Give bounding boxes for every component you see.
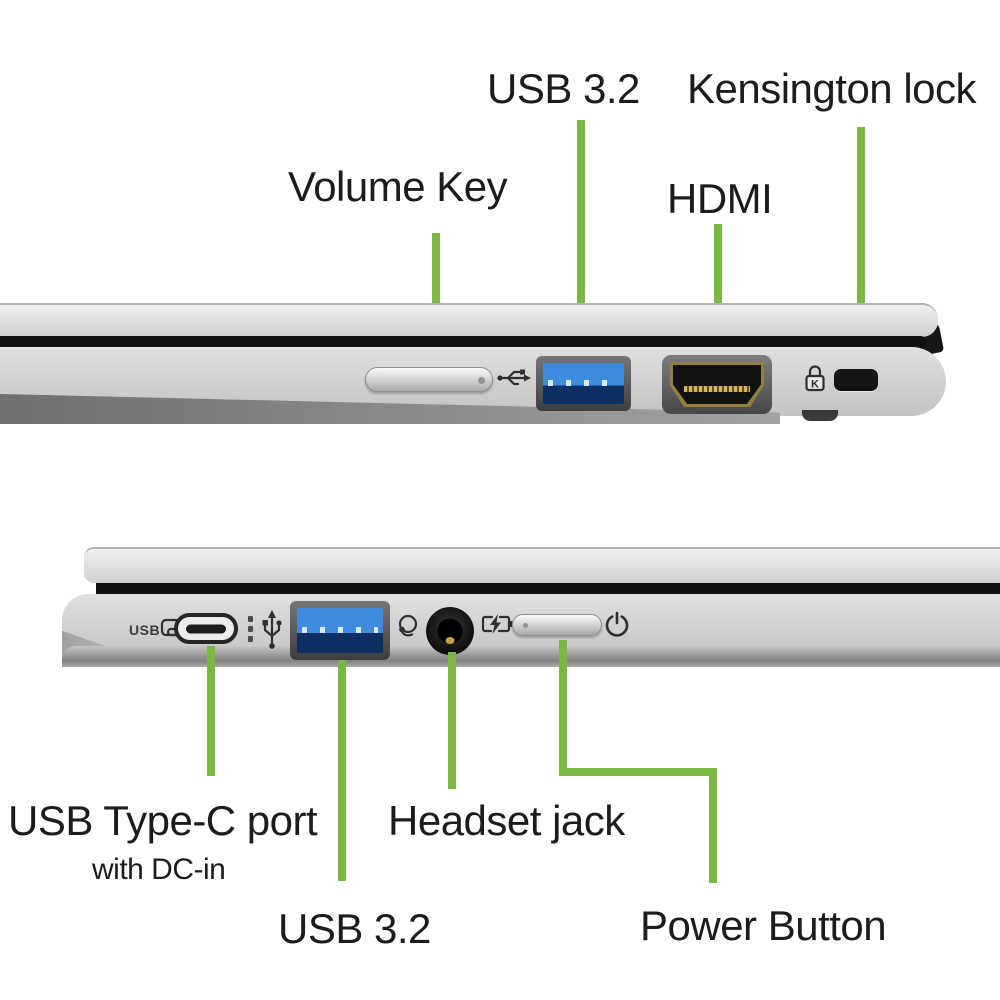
lid-base-seam: [0, 336, 926, 347]
usb-type-c-label-text: USB: [129, 622, 161, 638]
callout-line-kensington: [857, 127, 865, 380]
power-icon: [605, 611, 629, 637]
usb-a-port-bottom: [290, 601, 390, 660]
callout-line-usb32-top: [577, 120, 585, 378]
usb-c-port: [174, 613, 238, 644]
hdmi-port: [662, 355, 772, 414]
power-button: [512, 614, 602, 636]
svg-text:K: K: [811, 379, 819, 391]
label-with-dc-in: with DC-in: [92, 853, 226, 886]
label-power-button: Power Button: [640, 902, 887, 949]
usb-trident-up-icon: [262, 610, 282, 649]
headset-jack-port: [426, 607, 474, 655]
laptop-underside: [62, 646, 1000, 667]
label-usb-type-c: USB Type-C port: [8, 797, 318, 844]
callout-line-usb-c: [207, 646, 215, 776]
usb-trident-icon: [497, 369, 531, 386]
laptop-lid: [84, 547, 1000, 583]
jack-contact: [445, 637, 455, 644]
hdmi-pins: [684, 386, 750, 392]
button-indent: [523, 623, 528, 628]
label-hdmi: HDMI: [667, 175, 773, 222]
rubber-foot: [802, 410, 838, 421]
label-headset-jack: Headset jack: [388, 797, 625, 844]
label-kensington: Kensington lock: [687, 65, 977, 112]
label-usb32-top: USB 3.2: [487, 65, 640, 112]
usb-a-pins: [547, 380, 620, 386]
label-usb32-bottom: USB 3.2: [278, 905, 431, 952]
label-volume-key: Volume Key: [288, 163, 508, 210]
callout-line-power-h: [559, 768, 717, 776]
battery-charge-icon: [481, 614, 513, 634]
usb-a-tongue: [543, 363, 624, 404]
callout-line-headset: [448, 652, 456, 789]
usb-a-pins: [302, 626, 378, 634]
usb-c-slot: [186, 624, 226, 633]
volume-key-button: [365, 367, 493, 392]
hdmi-opening: [673, 365, 761, 404]
callout-line-power-v1: [559, 640, 567, 776]
lid-base-seam: [96, 583, 1000, 594]
laptop-lid: [0, 303, 938, 337]
headset-icon: [398, 614, 418, 637]
callout-line-hdmi: [714, 224, 722, 380]
callout-line-power-v2: [709, 768, 717, 883]
port-divider-dots: [248, 616, 253, 646]
usb-a-port-top: [536, 356, 631, 411]
kensington-lock-slot: [834, 369, 878, 391]
usb-a-tongue: [297, 608, 383, 653]
kensington-lock-icon: K: [805, 365, 825, 392]
rocker-indent: [478, 377, 485, 384]
callout-line-usb32-bottom: [338, 660, 346, 881]
